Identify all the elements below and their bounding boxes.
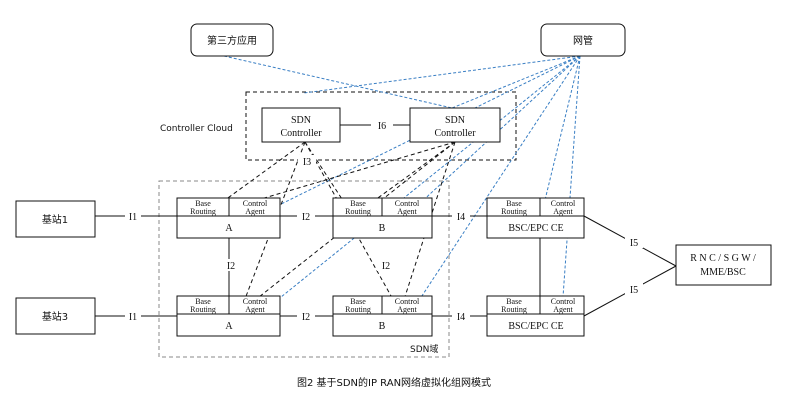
nms-label: 网管: [573, 34, 593, 47]
nms-link-controller: [451, 55, 581, 109]
router-top-ce: Base Routing Control Agent BSC/EPC CE: [486, 197, 585, 239]
third-party-app-label: 第三方应用: [207, 34, 257, 47]
ctrl-link-4: [304, 141, 401, 313]
router-top-b: Base Routing Control Agent B: [332, 197, 433, 239]
sdn-controller-1-line2: Controller: [280, 128, 322, 139]
router-bot-a-base-2: Routing: [190, 305, 216, 314]
router-top-ce-agent-2: Agent: [553, 207, 573, 216]
router-top-b-base-2: Routing: [345, 207, 371, 216]
sdn-domain-region: [158, 180, 450, 358]
figure-caption: 图2 基于SDN的IP RAN网络虚拟化组网模式: [297, 376, 491, 389]
router-bot-ce: Base Routing Control Agent BSC/EPC CE: [486, 295, 585, 337]
iface-i6: I6: [378, 121, 386, 132]
router-bot-b-agent-1: Control: [395, 297, 420, 306]
router-bot-ce-base-1: Base: [506, 297, 522, 306]
router-bot-a-agent-1: Control: [243, 297, 268, 306]
router-top-a-agent-1: Control: [243, 199, 268, 208]
router-top-a-agent-2: Agent: [245, 207, 265, 216]
router-bot-a-name: A: [225, 321, 233, 332]
iface-i2-left-vertical: I2: [227, 261, 235, 272]
iface-i4-bot: I4: [457, 312, 465, 323]
iface-i2-bot: I2: [302, 312, 310, 323]
router-top-a: Base Routing Control Agent A: [176, 197, 281, 239]
router-bot-b-name: B: [379, 321, 386, 332]
base-station-1-label: 基站1: [42, 213, 68, 226]
ctrl-link-8: [399, 141, 456, 313]
router-bot-ce-agent-2: Agent: [553, 305, 573, 314]
interface-labels: I6 I3 I1 I1 I2 I2 I2 I2 I4 I4 I5 I5: [125, 119, 643, 323]
third-party-app-box: [190, 23, 274, 57]
router-bot-b-base-1: Base: [350, 297, 366, 306]
nms-link-bot-ce: [562, 55, 581, 298]
nms-box: [540, 23, 626, 57]
router-bot-a-base-1: Base: [195, 297, 211, 306]
base-station-3-label: 基站3: [42, 310, 68, 323]
ctrl-link-7: [239, 141, 456, 313]
sdn-controller-1-box: [261, 107, 341, 143]
router-top-a-base-1: Base: [195, 199, 211, 208]
rnc-line2: MME/BSC: [700, 267, 746, 278]
sdn-controller-2-line2: Controller: [434, 128, 476, 139]
router-top-ce-agent-1: Control: [551, 199, 576, 208]
router-bot-ce-base-2: Routing: [501, 305, 527, 314]
sdn-controller-2-line1: SDN: [445, 115, 465, 126]
base-station-1-box: [15, 200, 96, 238]
router-bot-ce-agent-1: Control: [551, 297, 576, 306]
sdn-domain-label: SDN域: [410, 343, 438, 355]
iface-i2-top: I2: [302, 212, 310, 223]
nms-link-bot-b: [409, 55, 581, 315]
iface-i4-top: I4: [457, 212, 465, 223]
router-top-a-name: A: [225, 223, 233, 234]
nms-links: [223, 55, 581, 319]
router-bot-b: Base Routing Control Agent B: [332, 295, 433, 337]
iface-i3: I3: [303, 157, 311, 168]
iface-i2-mid-vertical: I2: [382, 261, 390, 272]
sdn-controller-2-box: [409, 107, 501, 143]
nms-link-cloud: [303, 55, 581, 94]
router-top-ce-base-1: Base: [506, 199, 522, 208]
iface-i5-top: I5: [630, 238, 638, 249]
router-bot-b-base-2: Routing: [345, 305, 371, 314]
controller-cloud-label: Controller Cloud: [160, 124, 233, 134]
router-top-a-base-2: Routing: [190, 207, 216, 216]
router-top-ce-base-2: Routing: [501, 207, 527, 216]
router-top-b-base-1: Base: [350, 199, 366, 208]
router-bot-a-agent-2: Agent: [245, 305, 265, 314]
router-bot-b-agent-2: Agent: [397, 305, 417, 314]
base-station-3-box: [15, 297, 96, 335]
nms-link-bot-a: [254, 55, 581, 319]
router-top-b-agent-2: Agent: [397, 207, 417, 216]
iface-i1-bot: I1: [129, 312, 137, 323]
router-top-b-name: B: [379, 223, 386, 234]
iface-i5-bot: I5: [630, 285, 638, 296]
sdn-controller-1-line1: SDN: [291, 115, 311, 126]
rnc-line1: R N C / S G W /: [690, 253, 756, 264]
router-top-b-agent-1: Control: [395, 199, 420, 208]
router-bot-a: Base Routing Control Agent A: [176, 295, 281, 337]
app-link-controller: [223, 55, 453, 109]
rnc-box: [675, 244, 772, 286]
router-bot-ce-name: BSC/EPC CE: [508, 321, 563, 332]
router-top-ce-name: BSC/EPC CE: [508, 223, 563, 234]
iface-i1-top: I1: [129, 212, 137, 223]
